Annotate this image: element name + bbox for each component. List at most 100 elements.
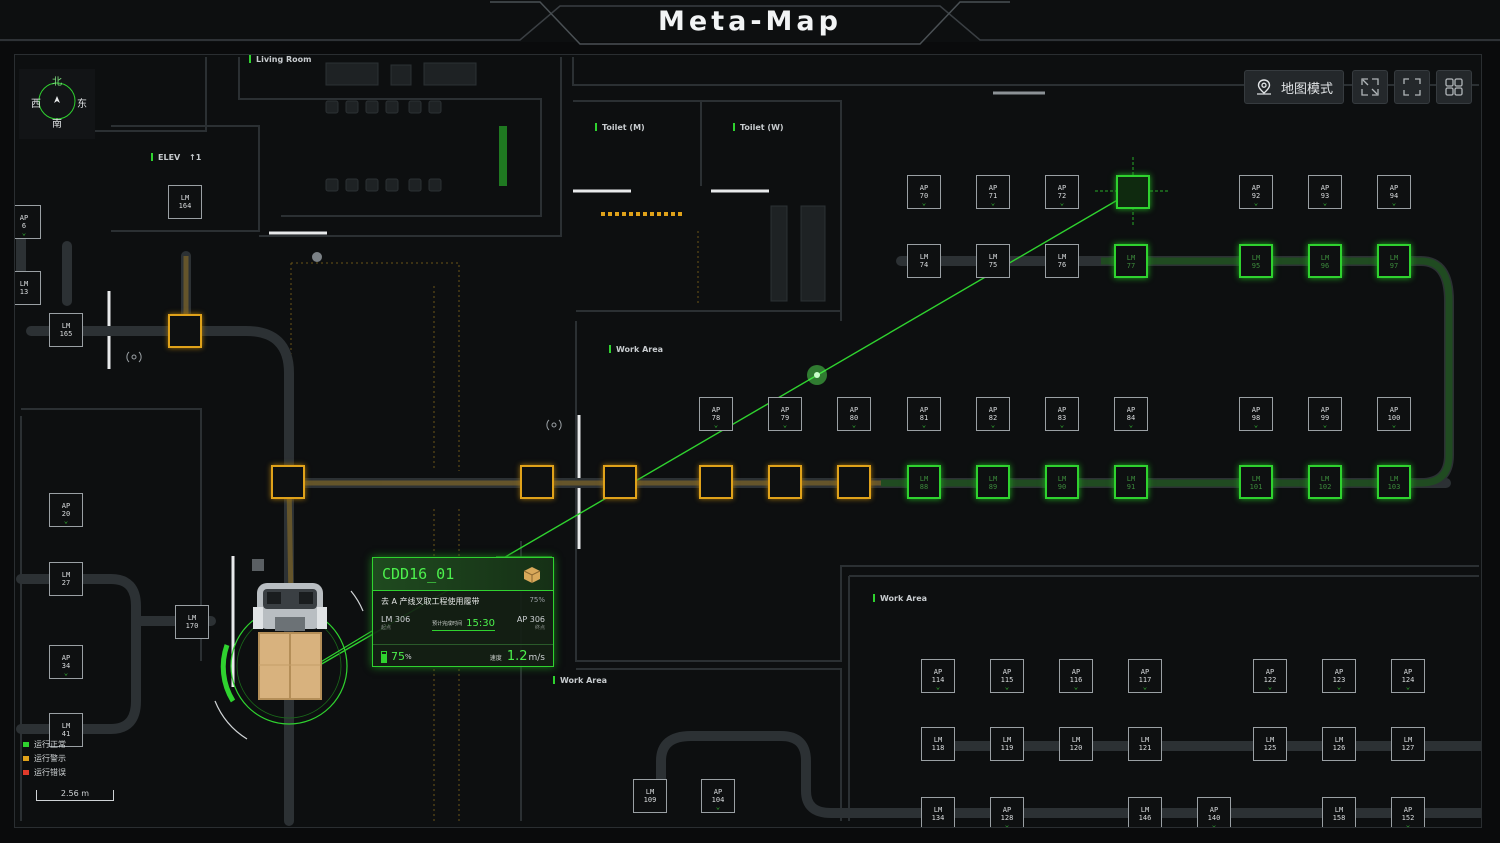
map-mode-button[interactable]: 地图模式 — [1244, 70, 1344, 104]
chevron-down-icon: ⌄ — [990, 421, 996, 429]
chevron-down-icon: ⌄ — [1142, 683, 1148, 691]
agv-vehicle-icon[interactable] — [253, 577, 331, 705]
junction-box[interactable] — [768, 465, 802, 499]
node-type: LM — [919, 475, 929, 483]
junction-box[interactable] — [837, 465, 871, 499]
junction-box[interactable] — [603, 465, 637, 499]
chevron-down-icon: ⌄ — [1405, 683, 1411, 691]
room-label-toilet-m: Toilet (M) — [595, 123, 645, 132]
expand-button[interactable] — [1352, 70, 1388, 104]
compass: 北 南 东 西 — [19, 69, 95, 139]
node-type: AP — [1403, 806, 1413, 814]
junction-box[interactable] — [168, 314, 202, 348]
node-number: 127 — [1401, 744, 1415, 752]
floor-plan — [16, 57, 1481, 826]
expand-icon — [1361, 78, 1379, 96]
node-number: 117 — [1138, 676, 1152, 684]
node-type: LM — [1140, 736, 1150, 744]
room-label-work-area-2: Work Area — [873, 594, 927, 603]
node-number: 103 — [1387, 483, 1401, 491]
node-number: 27 — [61, 579, 71, 587]
node-number: 158 — [1332, 814, 1346, 822]
target-node[interactable] — [1116, 175, 1150, 209]
map-canvas[interactable]: Living Room ELEV ↑1 Toilet (M) Toilet (W… — [14, 54, 1482, 828]
junction-box[interactable] — [271, 465, 305, 499]
node-type: AP — [1320, 184, 1330, 192]
to-label: AP 306 — [516, 615, 545, 624]
grid-view-button[interactable] — [1436, 70, 1472, 104]
node-type: LM — [1071, 736, 1081, 744]
legend-label-normal: 运行正常 — [34, 739, 66, 749]
task-progress: 75% — [529, 596, 545, 604]
node-number: 79 — [780, 414, 790, 422]
node-number: 126 — [1332, 744, 1346, 752]
junction-box[interactable] — [699, 465, 733, 499]
speed-unit: m/s — [528, 653, 546, 663]
fullscreen-button[interactable] — [1394, 70, 1430, 104]
junction-box[interactable] — [520, 465, 554, 499]
